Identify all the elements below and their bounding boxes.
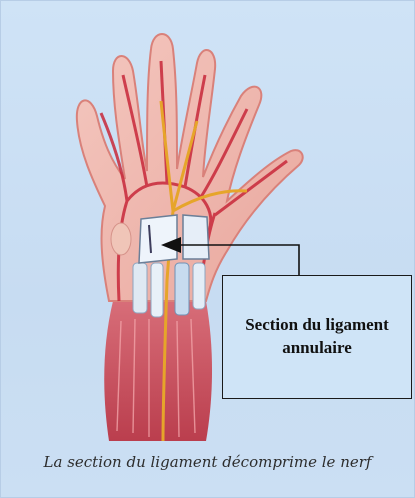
caption: La section du ligament décomprime le ner… bbox=[1, 453, 414, 471]
callout-line-1: Section du ligament bbox=[245, 314, 389, 337]
carpal-ligament bbox=[139, 215, 209, 263]
callout-line-2: annulaire bbox=[282, 337, 352, 360]
callout-box: Section du ligament annulaire bbox=[222, 275, 412, 399]
thenar-eminence bbox=[111, 223, 131, 255]
